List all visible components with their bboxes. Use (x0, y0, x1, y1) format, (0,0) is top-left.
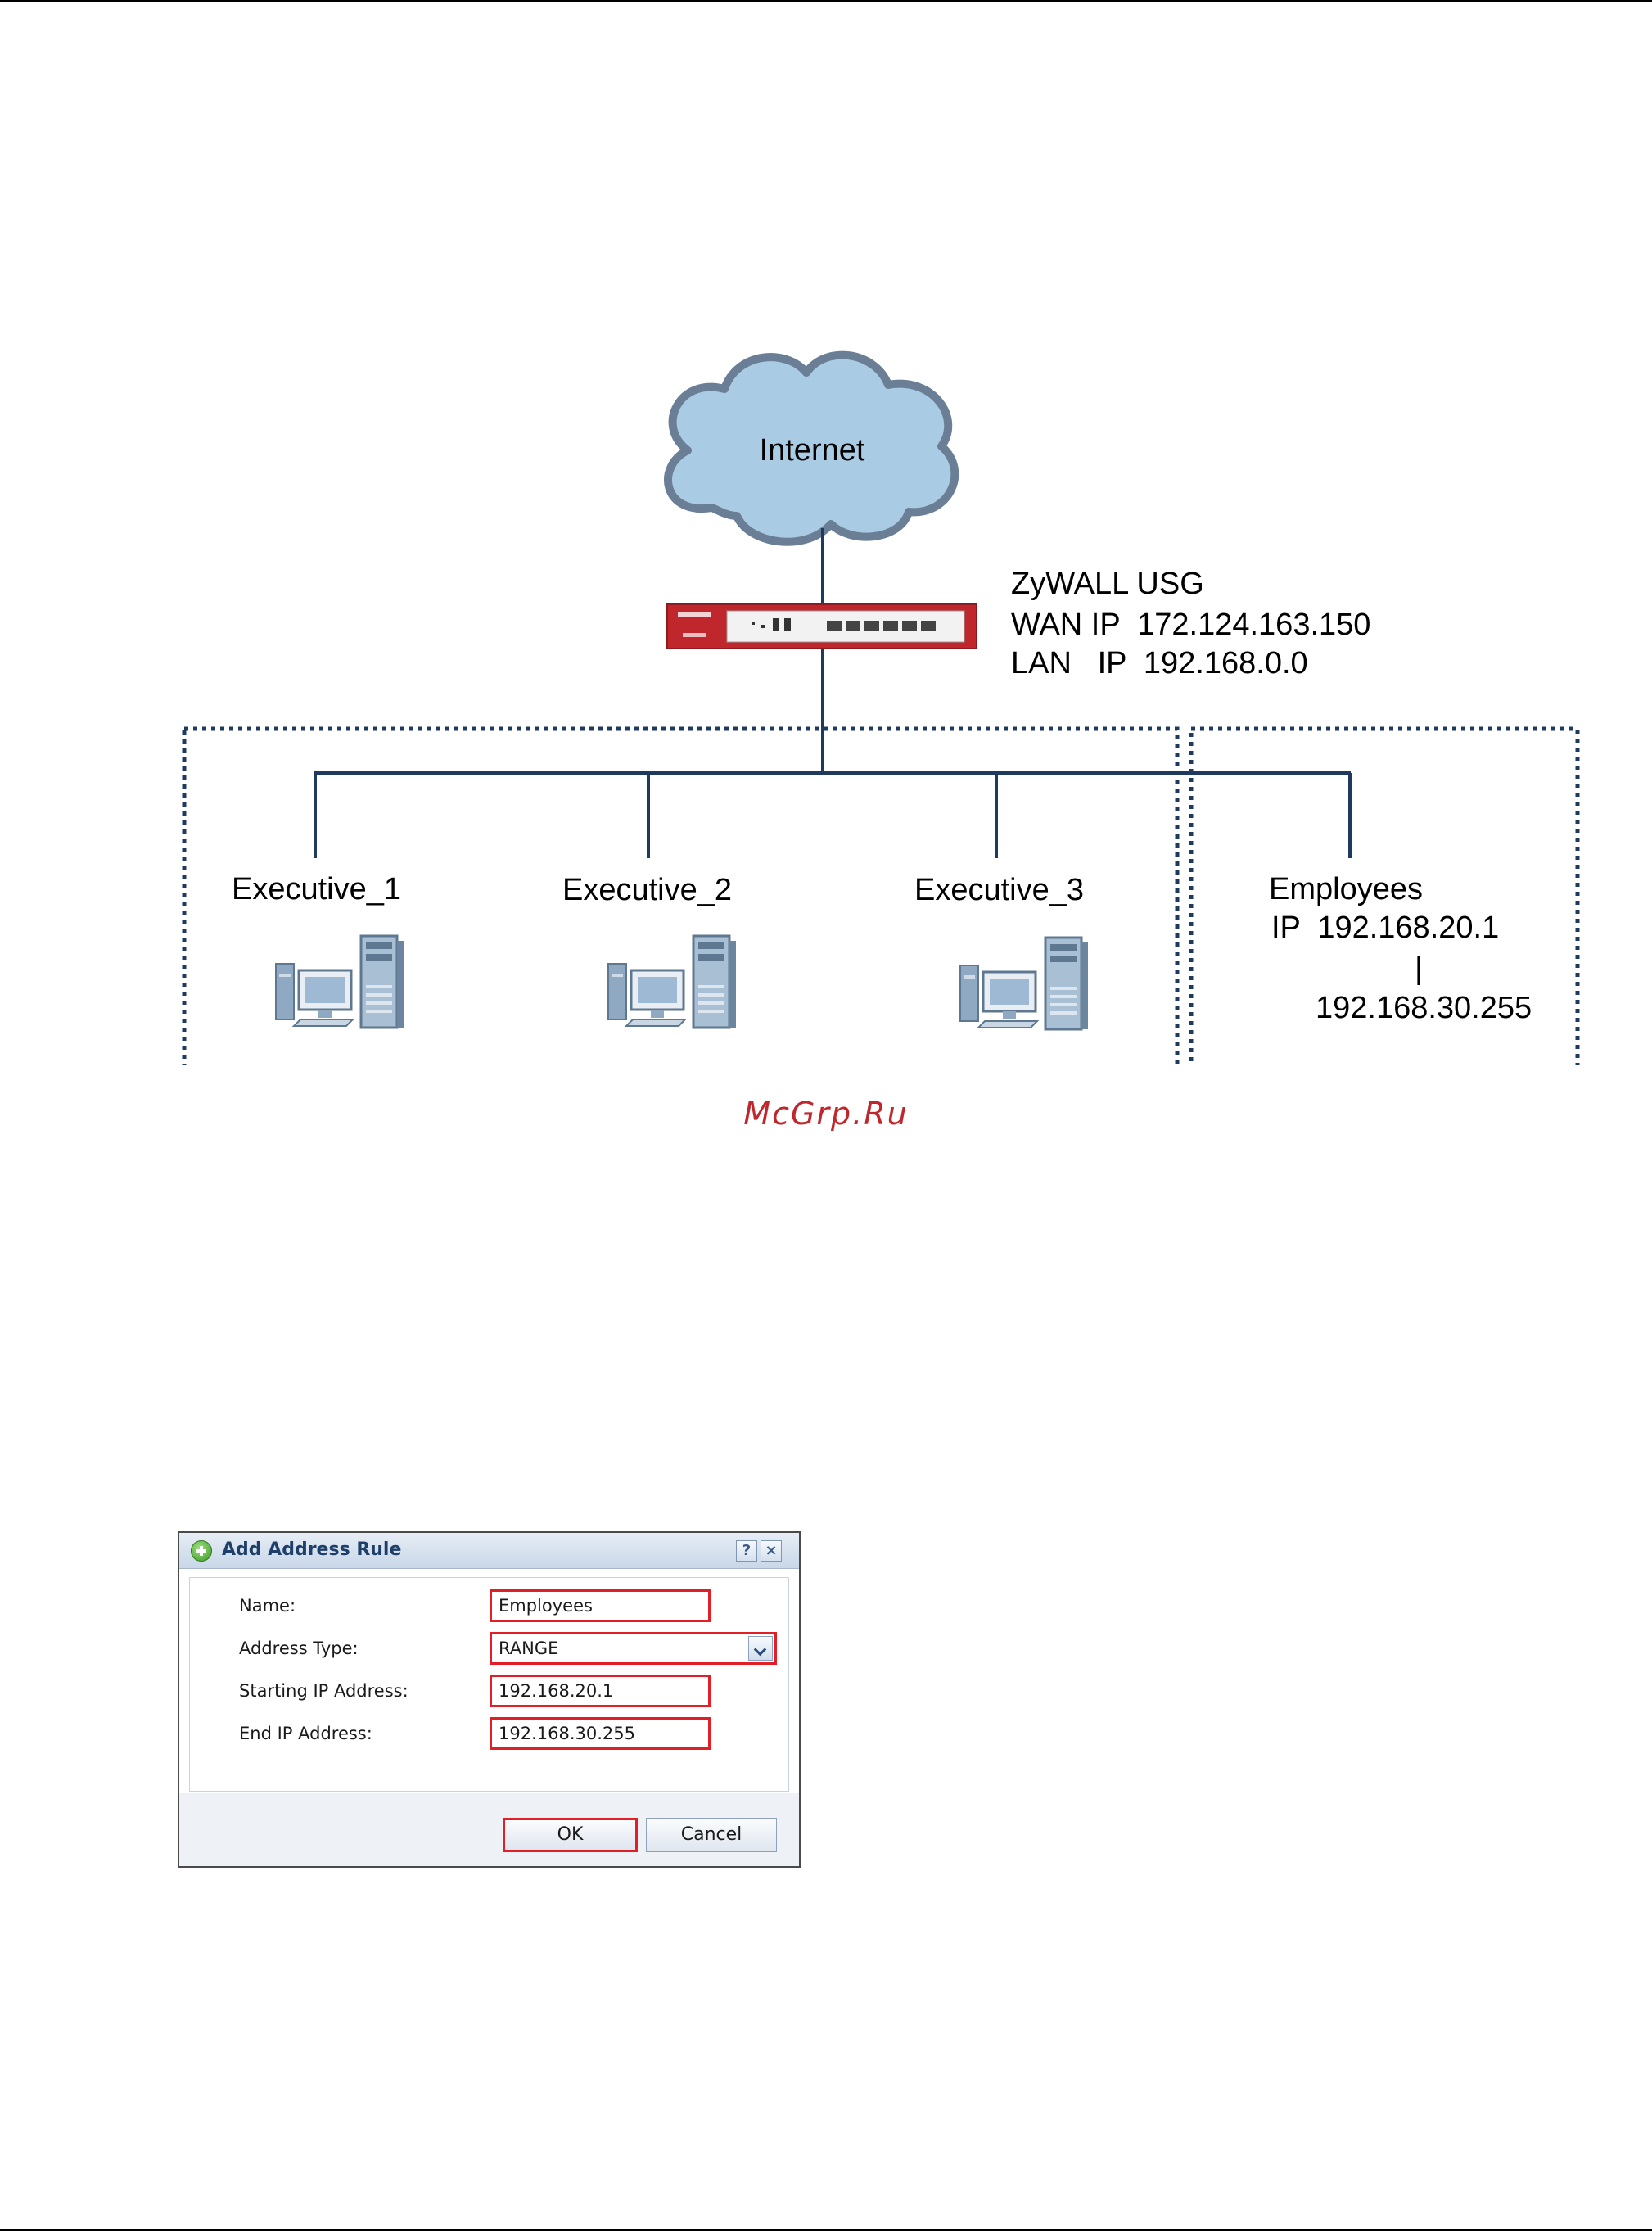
end-ip-label: End IP Address: (239, 1724, 372, 1743)
device-name: ZyWALL USG (1011, 567, 1204, 601)
address-type-value: RANGE (499, 1639, 558, 1658)
address-type-select[interactable]: RANGE (490, 1632, 777, 1665)
computer-icon-executive-3 (960, 938, 1088, 1029)
starting-ip-label: Starting IP Address: (239, 1681, 408, 1701)
add-address-rule-dialog: Add Address Rule ? × Name: Employees Add… (178, 1531, 801, 1868)
address-type-label: Address Type: (239, 1639, 359, 1658)
end-ip-input[interactable]: 192.168.30.255 (490, 1717, 711, 1750)
computer-icon-executive-1 (276, 936, 404, 1028)
network-diagram: Internet ZyWALL USG WAN IP 172.124.163.1… (0, 0, 1652, 1065)
cancel-button[interactable]: Cancel (646, 1818, 777, 1852)
add-icon (191, 1540, 212, 1562)
dialog-footer: OK Cancel (179, 1793, 799, 1866)
router-icon (667, 604, 977, 649)
starting-ip-input[interactable]: 192.168.20.1 (490, 1675, 711, 1707)
name-label: Name: (239, 1596, 296, 1616)
executive-1-label: Executive_1 (232, 872, 401, 906)
chevron-down-icon[interactable] (748, 1636, 773, 1661)
employees-label: Employees (1269, 872, 1423, 906)
employees-ip-end: 192.168.30.255 (1316, 991, 1532, 1025)
help-button[interactable]: ? (736, 1540, 757, 1562)
dialog-title-bar[interactable]: Add Address Rule ? × (179, 1533, 799, 1569)
employees-ip-separator: | (1415, 952, 1423, 986)
executive-2-label: Executive_2 (562, 873, 732, 907)
watermark: McGrp.Ru (0, 1096, 1652, 1132)
executive-3-label: Executive_3 (914, 873, 1084, 907)
close-button[interactable]: × (761, 1540, 782, 1562)
employees-ip-start: IP 192.168.20.1 (1271, 911, 1499, 945)
dialog-form: Name: Employees Address Type: RANGE Star… (189, 1577, 789, 1792)
device-wan-ip: WAN IP 172.124.163.150 (1011, 608, 1370, 642)
ok-button[interactable]: OK (503, 1818, 638, 1852)
bottom-rule (0, 2229, 1652, 2231)
internet-label: Internet (760, 433, 865, 468)
name-input[interactable]: Employees (490, 1589, 711, 1622)
dialog-title: Add Address Rule (222, 1539, 401, 1560)
computer-icon-executive-2 (608, 936, 736, 1028)
device-lan-ip: LAN IP 192.168.0.0 (1011, 646, 1308, 680)
